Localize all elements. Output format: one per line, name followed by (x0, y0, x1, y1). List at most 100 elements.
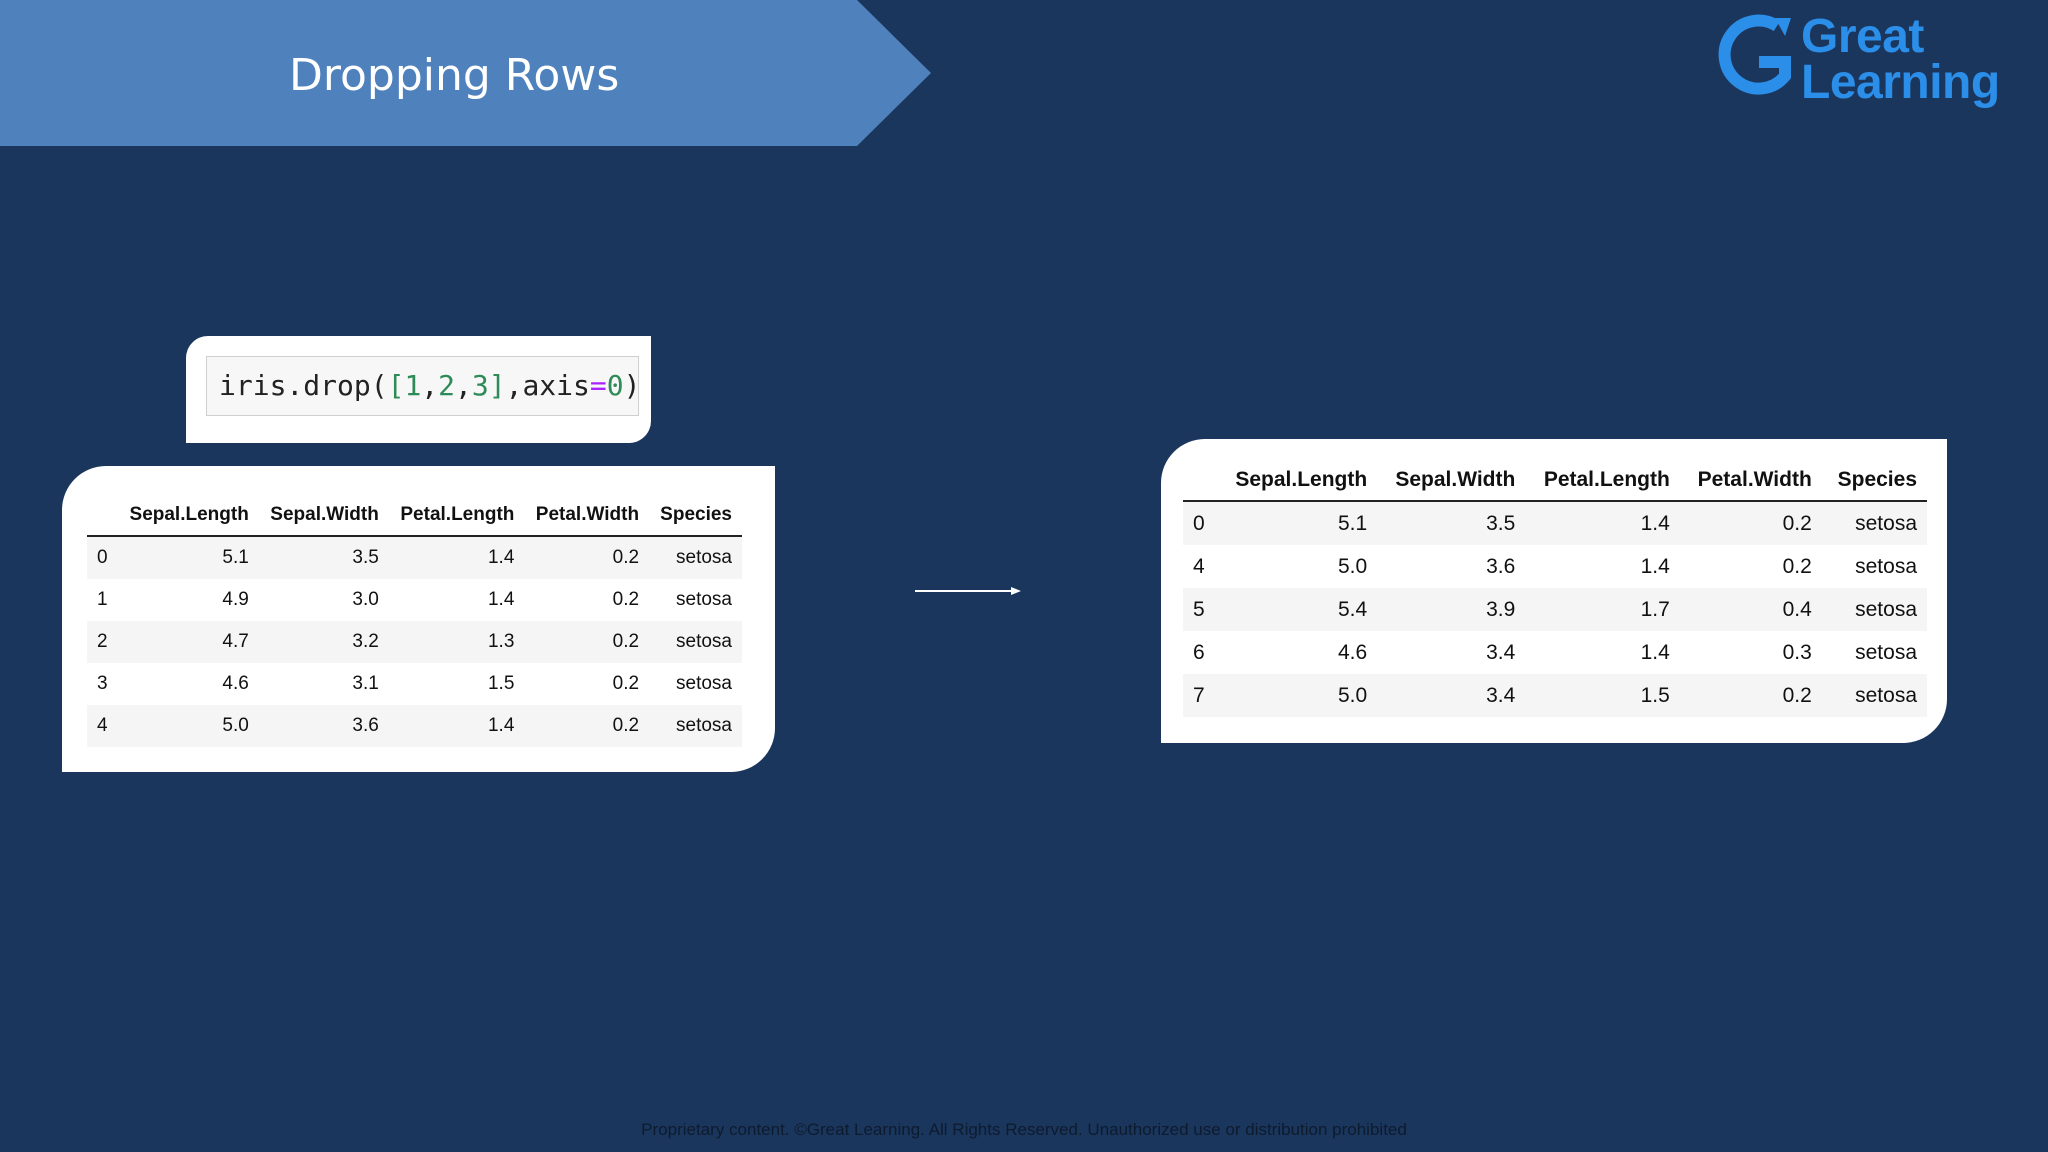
code-number: 1 (404, 369, 422, 402)
table-cell: 5.4 (1338, 597, 1368, 621)
before-dataframe-table: Sepal.Length Sepal.Width Petal.Length Pe… (87, 494, 742, 747)
table-row: 0 5.1 3.5 1.4 0.2 setosa (1183, 501, 1927, 545)
column-header: Petal.Length (1525, 459, 1680, 502)
table-cell: 1.5 (1640, 683, 1670, 707)
right-arrow-icon (915, 587, 1021, 595)
code-close-bracket: ] (488, 369, 506, 402)
table-row: 0 5.1 3.5 1.4 0.2 setosa (87, 536, 742, 579)
code-number: 0 (606, 369, 624, 402)
column-header-index (87, 494, 118, 537)
table-cell: 5.0 (1338, 554, 1368, 578)
table-header-row: Sepal.Length Sepal.Width Petal.Length Pe… (1183, 459, 1927, 502)
column-header: Petal.Length (388, 494, 525, 537)
table-row: 2 4.7 3.2 1.3 0.2 setosa (87, 621, 742, 663)
table-cell: setosa (676, 673, 732, 694)
table-cell: 1.4 (1640, 640, 1670, 664)
table-row: 3 4.6 3.1 1.5 0.2 setosa (87, 663, 742, 705)
code-operator: = (589, 369, 607, 402)
column-header: Petal.Width (524, 494, 650, 537)
table-cell: 3.4 (1486, 683, 1516, 707)
table-cell: setosa (676, 589, 732, 610)
code-function: iris.drop( (219, 369, 388, 402)
table-cell: 1.4 (487, 547, 515, 568)
row-index: 4 (1193, 554, 1205, 578)
table-cell: 1.4 (487, 589, 515, 610)
great-learning-logo: Great Learning (1715, 10, 2015, 110)
code-card: iris.drop([1,2,3],axis=0) (186, 336, 651, 443)
table-cell: setosa (676, 715, 732, 736)
table-cell: 4.6 (222, 673, 249, 694)
column-header: Sepal.Width (258, 494, 389, 537)
row-index: 4 (97, 715, 108, 736)
table-cell: 4.6 (1338, 640, 1368, 664)
code-axis-arg: ,axis (505, 369, 590, 402)
table-cell: setosa (1855, 597, 1917, 621)
column-header-index (1183, 459, 1217, 502)
table-cell: 5.0 (222, 715, 249, 736)
g-logo-icon (1718, 14, 1791, 95)
table-cell: 0.2 (1782, 683, 1812, 707)
column-header: Species (1821, 459, 1927, 502)
code-number: 2 (438, 369, 456, 402)
table-cell: 0.2 (1782, 511, 1812, 535)
table-cell: 3.2 (352, 631, 379, 652)
table-row: 5 5.4 3.9 1.7 0.4 setosa (1183, 588, 1927, 631)
table-row: 1 4.9 3.0 1.4 0.2 setosa (87, 579, 742, 621)
table-cell: 0.2 (1782, 554, 1812, 578)
table-cell: setosa (1855, 511, 1917, 535)
after-table-card: Sepal.Length Sepal.Width Petal.Length Pe… (1161, 439, 1947, 743)
table-cell: 1.5 (487, 673, 515, 694)
row-index: 7 (1193, 683, 1205, 707)
logo-word-great: Great (1801, 10, 1924, 63)
code-comma: , (421, 369, 439, 402)
column-header: Sepal.Length (1216, 459, 1378, 502)
table-cell: 5.1 (1338, 511, 1368, 535)
table-cell: 4.7 (222, 631, 249, 652)
table-row: 7 5.0 3.4 1.5 0.2 setosa (1183, 674, 1927, 717)
table-cell: 1.4 (487, 715, 515, 736)
table-cell: 3.9 (1486, 597, 1516, 621)
row-index: 5 (1193, 597, 1205, 621)
table-cell: 3.5 (1486, 511, 1516, 535)
table-cell: 3.6 (352, 715, 379, 736)
code-number: 3 (471, 369, 489, 402)
table-cell: 1.3 (487, 631, 515, 652)
logo-word-learning: Learning (1801, 56, 2000, 109)
copyright-footer: Proprietary content. ©Great Learning. Al… (641, 1120, 1407, 1139)
table-cell: 3.4 (1486, 640, 1516, 664)
table-cell: 5.1 (222, 547, 249, 568)
row-index: 2 (97, 631, 108, 652)
row-index: 3 (97, 673, 108, 694)
table-cell: 0.3 (1782, 640, 1812, 664)
table-cell: 0.2 (612, 673, 640, 694)
table-cell: 0.4 (1782, 597, 1812, 621)
row-index: 0 (1193, 511, 1205, 535)
column-header: Sepal.Length (117, 494, 259, 537)
table-row: 4 5.0 3.6 1.4 0.2 setosa (1183, 545, 1927, 588)
column-header: Petal.Width (1679, 459, 1822, 502)
before-table-card: Sepal.Length Sepal.Width Petal.Length Pe… (62, 466, 775, 772)
logo-wordmark: Great Learning (1801, 10, 2000, 109)
table-cell: 3.0 (352, 589, 379, 610)
code-close-paren: ) (623, 369, 641, 402)
column-header: Sepal.Width (1377, 459, 1526, 502)
table-row: 4 5.0 3.6 1.4 0.2 setosa (87, 705, 742, 747)
table-cell: 3.6 (1486, 554, 1516, 578)
code-cell[interactable]: iris.drop([1,2,3],axis=0) (206, 356, 641, 416)
table-cell: 1.7 (1640, 597, 1670, 621)
table-cell: setosa (676, 631, 732, 652)
table-cell: 3.5 (352, 547, 379, 568)
table-cell: setosa (1855, 683, 1917, 707)
column-header: Species (649, 494, 742, 537)
title-banner (0, 0, 931, 146)
table-cell: 0.2 (612, 715, 640, 736)
code-open-bracket: [ (387, 369, 405, 402)
table-cell: 1.4 (1640, 554, 1670, 578)
table-header-row: Sepal.Length Sepal.Width Petal.Length Pe… (87, 494, 742, 537)
table-cell: 0.2 (612, 631, 640, 652)
slide-title: Dropping Rows (289, 50, 620, 101)
table-cell: setosa (1855, 554, 1917, 578)
table-row: 6 4.6 3.4 1.4 0.3 setosa (1183, 631, 1927, 674)
table-cell: setosa (676, 547, 732, 568)
table-cell: setosa (1855, 640, 1917, 664)
